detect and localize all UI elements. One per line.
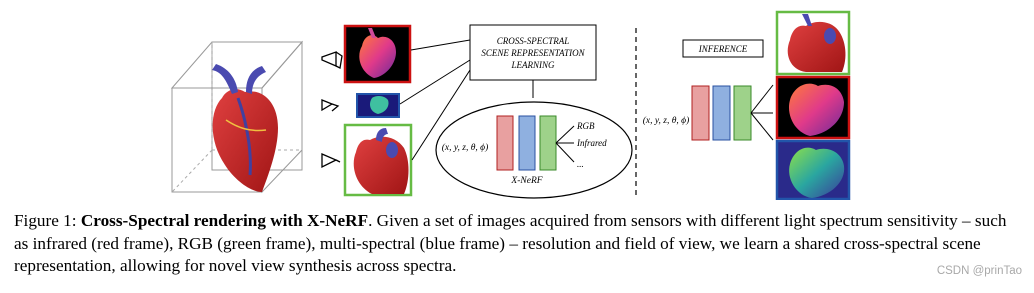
input-coords: (x, y, z, θ, ϕ) bbox=[442, 142, 489, 153]
watermark: CSDN @prinTao bbox=[936, 265, 1022, 277]
camera-icon bbox=[321, 153, 341, 169]
figure-caption: Figure 1: Cross-Spectral rendering with … bbox=[14, 210, 1024, 278]
inference-label: INFERENCE bbox=[698, 44, 748, 54]
xnerf-ellipse: (x, y, z, θ, ϕ) RGB Infrared ... X-NeRF bbox=[435, 101, 633, 199]
camera-icon bbox=[321, 99, 340, 112]
figure-diagram: CROSS-SPECTRAL SCENE REPRESENTATION LEAR… bbox=[170, 10, 851, 200]
caption-title: Cross-Spectral rendering with X-NeRF bbox=[80, 211, 369, 230]
caption-body: . Given a set of images acquired from se… bbox=[14, 211, 1007, 275]
rgb-image bbox=[343, 123, 413, 197]
camera-icon bbox=[321, 51, 343, 69]
output-rgb: RGB bbox=[576, 121, 595, 131]
inference-layer-green bbox=[733, 85, 752, 141]
output-multispectral-image bbox=[775, 139, 851, 200]
inference-coords: (x, y, z, θ, ϕ) bbox=[643, 115, 690, 126]
inference-layer-blue bbox=[712, 85, 731, 141]
learning-box-line-3: LEARNING bbox=[510, 60, 555, 70]
inference-layer-red bbox=[691, 85, 710, 141]
inference-arrows bbox=[750, 84, 774, 141]
output-more: ... bbox=[577, 159, 584, 169]
input-arrows bbox=[399, 39, 471, 161]
network-layer-green bbox=[539, 115, 557, 171]
learning-box-line-2: SCENE REPRESENTATION bbox=[481, 48, 585, 58]
heart-3d-icon bbox=[212, 64, 278, 192]
output-infrared: Infrared bbox=[576, 138, 607, 148]
network-label: X-NeRF bbox=[510, 176, 542, 186]
output-infrared-image bbox=[775, 75, 851, 140]
learning-box-line-1: CROSS-SPECTRAL bbox=[497, 36, 570, 46]
inference-label-box: INFERENCE bbox=[682, 39, 764, 58]
learning-box: CROSS-SPECTRAL SCENE REPRESENTATION LEAR… bbox=[469, 24, 597, 81]
network-layer-blue bbox=[518, 115, 536, 171]
multispectral-image bbox=[356, 93, 400, 118]
caption-prefix: Figure 1: bbox=[14, 211, 81, 230]
infrared-image bbox=[343, 24, 412, 84]
network-layer-red bbox=[496, 115, 514, 171]
output-rgb-image bbox=[775, 10, 851, 76]
